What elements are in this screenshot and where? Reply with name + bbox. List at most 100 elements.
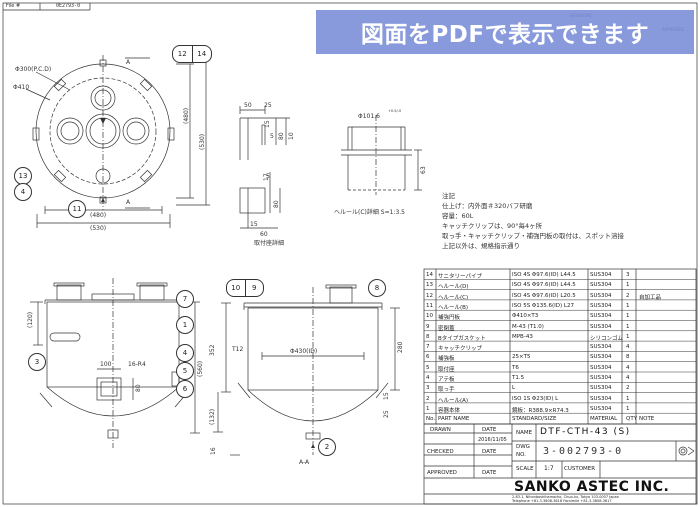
table-cell-name: ヘルール(D) bbox=[438, 284, 469, 291]
table-cell-name: 補強板 bbox=[438, 356, 455, 363]
table-cell-mat: SUS304 bbox=[590, 323, 612, 330]
ferrule-height-63: 63 bbox=[420, 166, 427, 174]
table-cell-qty: 1 bbox=[626, 313, 630, 320]
table-cell-qty: 8 bbox=[626, 354, 630, 361]
ferrule-diameter: Φ101.6 bbox=[358, 113, 380, 120]
table-cell-spec: T6 bbox=[512, 364, 519, 371]
drawing-number: 3-002793-0 bbox=[543, 446, 624, 457]
note-line: 上記以外は、規格指示通り bbox=[442, 242, 520, 250]
company-address: 2-83-1, Nihonbashihamacho, Chuo-ku, Toky… bbox=[512, 495, 619, 499]
table-cell-name: ヘルール(A) bbox=[438, 397, 469, 404]
table-cell-no: 8 bbox=[426, 333, 430, 340]
dim-d430: Φ430(ID) bbox=[290, 348, 318, 355]
date-label: DATE bbox=[482, 470, 497, 476]
width-530-label: (530) bbox=[90, 225, 107, 232]
table-cell-mat: シリコンゴム bbox=[590, 335, 624, 342]
leg-dim-60: 60 bbox=[260, 231, 268, 238]
table-cell-no: 5 bbox=[426, 364, 430, 371]
callout-11: 11 bbox=[68, 200, 86, 218]
callout-9-text: 9 bbox=[252, 284, 257, 292]
callout-7: 7 bbox=[176, 290, 194, 308]
table-cell-mat: SUS304 bbox=[590, 292, 612, 299]
table-cell-spec: Φ410×T3 bbox=[512, 313, 539, 320]
leg-dim-5b: 5 bbox=[266, 173, 270, 180]
table-cell-mat: SUS304 bbox=[590, 354, 612, 361]
width-480-label: (480) bbox=[90, 212, 107, 219]
scale-value: 1:7 bbox=[544, 465, 554, 472]
leg-dim-5: 5 bbox=[270, 133, 274, 140]
table-cell-mat: SUS304 bbox=[590, 282, 612, 289]
table-cell-note: 自加工品 bbox=[639, 294, 662, 301]
callout-13: 13 bbox=[14, 167, 32, 185]
table-cell-qty: 1 bbox=[626, 333, 630, 340]
leg-dim-50: 50 bbox=[244, 102, 252, 109]
table-cell-name: キャッチクリップ bbox=[438, 346, 483, 353]
pcd-label: Φ300(P.C.D) bbox=[15, 66, 52, 73]
dwg-label: DWG bbox=[516, 444, 530, 450]
dim-15-section: 15 bbox=[383, 392, 390, 400]
leg-detail-caption: 取付座詳細 bbox=[254, 240, 285, 247]
date-label: DATE bbox=[482, 449, 497, 455]
table-cell-qty: 4 bbox=[626, 364, 630, 371]
ferrule-detail-caption: ヘルール(C)詳細 S=1:3.5 bbox=[334, 209, 405, 216]
callout-2: 2 bbox=[318, 438, 336, 456]
table-cell-qty: 1 bbox=[626, 395, 630, 402]
dim-t12: T12 bbox=[232, 346, 244, 353]
company-name: SANKO ASTEC INC. bbox=[514, 479, 670, 495]
table-cell-qty: 3 bbox=[626, 272, 630, 278]
table-cell-no: 10 bbox=[426, 313, 433, 320]
table-header-name: PART NAME bbox=[438, 416, 470, 423]
table-cell-spec: L bbox=[512, 385, 516, 392]
height-480-label: (480) bbox=[183, 107, 190, 124]
table-cell-name: 取っ手 bbox=[438, 387, 455, 394]
callout-5: 5 bbox=[176, 362, 194, 380]
callout-4-front: 4 bbox=[176, 344, 194, 362]
table-header-note: NOTE bbox=[639, 416, 655, 423]
table-header-no: No. bbox=[426, 416, 436, 423]
table-cell-mat: SUS304 bbox=[590, 395, 612, 402]
date-label: DATE bbox=[482, 427, 497, 433]
table-cell-qty: 4 bbox=[626, 344, 630, 351]
dim-80-front: 80 bbox=[135, 384, 142, 392]
table-cell-spec: ISO 4S Φ97.6(ID) L20.5 bbox=[512, 292, 576, 299]
section-mark-bottom: A bbox=[126, 199, 131, 206]
view-pdf-button[interactable]: 図面をPDFで表示できます bbox=[316, 10, 694, 54]
section-label: A-A bbox=[299, 459, 310, 466]
table-cell-no: 12 bbox=[426, 292, 433, 299]
callout-4: 4 bbox=[14, 183, 32, 201]
drawn-label: DRAWN bbox=[430, 427, 451, 433]
table-cell-name: 補強円板 bbox=[438, 315, 461, 322]
table-cell-no: 1 bbox=[426, 405, 430, 412]
table-cell-qty: 2 bbox=[626, 385, 630, 392]
table-cell-name: 容器本体 bbox=[438, 407, 461, 414]
leg-dim-25: 25 bbox=[264, 102, 272, 109]
table-cell-name: ヘルール(B) bbox=[438, 304, 469, 311]
table-cell-name: 取付座 bbox=[438, 366, 455, 373]
callout-3: 3 bbox=[28, 353, 46, 371]
table-cell-mat: SUS304 bbox=[590, 364, 612, 371]
table-cell-spec: ISO 4S Φ97.6(ID) L44.5 bbox=[512, 282, 576, 289]
table-cell-no: 11 bbox=[426, 302, 433, 309]
note-line: キャッチクリップは、90°毎4ヶ所 bbox=[442, 222, 543, 230]
dim-r4: 16-R4 bbox=[128, 361, 146, 368]
table-cell-qty: 1 bbox=[626, 405, 630, 412]
note-line: 容量：60L bbox=[442, 212, 474, 220]
notes-header: 注記 bbox=[442, 192, 455, 200]
table-cell-spec: 鏡板：R388.9×R74.3 bbox=[512, 407, 569, 414]
table-cell-name: 密閉蓋 bbox=[438, 325, 455, 332]
height-530-label: (530) bbox=[199, 133, 206, 150]
scale-label: SCALE bbox=[516, 466, 534, 472]
table-cell-spec: MPB-43 bbox=[512, 333, 533, 340]
table-cell-spec: ISO 5S Φ135.6(ID) L27 bbox=[512, 302, 574, 309]
note-line: 仕上げ：内外面＃320バフ研磨 bbox=[442, 202, 533, 210]
callout-6: 6 bbox=[176, 380, 194, 398]
file-label: File # bbox=[6, 3, 21, 9]
ferrule-tolerance: +0.5/-0 bbox=[388, 109, 402, 113]
table-cell-mat: SUS304 bbox=[590, 405, 612, 412]
customer-label: CUSTOMER bbox=[564, 466, 596, 472]
checked-label: CHECKED bbox=[427, 449, 454, 455]
dim-352: 352 bbox=[209, 344, 216, 356]
company-phone: Telephone +81-3-3808-3618 Facsimile +81-… bbox=[512, 499, 612, 503]
